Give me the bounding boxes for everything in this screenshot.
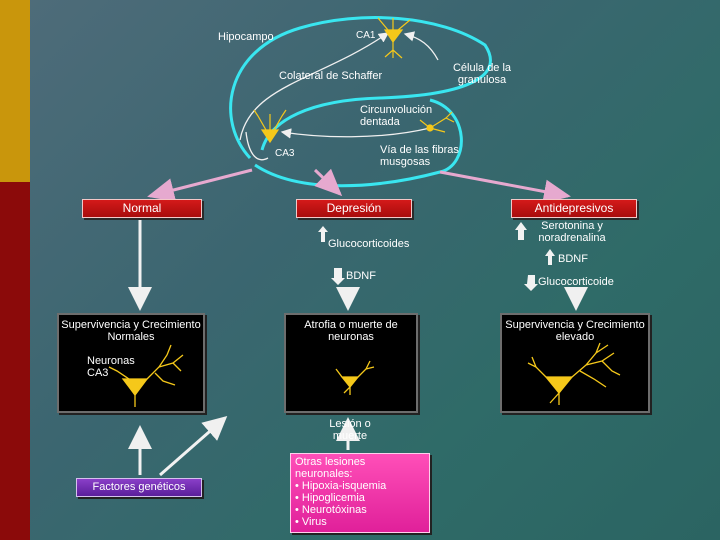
label-neuronas-ca3: Neuronas CA3 (87, 355, 135, 379)
left-accent-strip-red (0, 182, 30, 540)
effect-arrows (318, 222, 555, 291)
up-arrow-icon (515, 222, 527, 240)
box-atrofia: Atrofia o muerte de neuronas (284, 313, 418, 413)
label-lesion-muerte: Lesión o muerte (329, 418, 371, 442)
box-supervivencia-elevado: Supervivencia y Crecimiento elevado (500, 313, 650, 413)
neuron-icon-granule (419, 111, 455, 133)
hippocampus-outline (229, 16, 492, 188)
neuron-icon-ca1 (377, 17, 411, 59)
neuron-icon-enhanced (527, 342, 621, 405)
neuron-icon-ca3-small (253, 109, 287, 144)
lesion-item: Virus (295, 516, 425, 528)
label-circunvolucion-dentada: Circunvolución dentada (360, 104, 433, 128)
label-bdnf-up: BDNF (558, 253, 588, 265)
lesion-item: Hipoxia-isquemia (295, 480, 425, 492)
down-arrow-icon (524, 275, 538, 291)
lesiones-title: Otras lesiones neuronales: (295, 456, 366, 480)
label-hipocampo: Hipocampo (218, 31, 274, 43)
box-atrofia-title: Atrofia o muerte de neuronas (304, 319, 398, 343)
label-serotonina-noradrenalina: Serotonina y noradrenalina (538, 220, 606, 244)
pathway-lines (239, 31, 439, 161)
box-supervivencia-normal: Supervivencia y Crecimiento Normales Neu… (57, 313, 205, 413)
left-accent-strip-gold (0, 0, 30, 182)
pink-arrows (147, 168, 571, 204)
label-colateral-schaffer: Colateral de Schaffer (279, 70, 383, 82)
up-arrow-icon (545, 249, 555, 265)
label-ca1: CA1 (356, 30, 376, 41)
label-bdnf-down: BDNF (346, 270, 376, 282)
label-ca3: CA3 (275, 148, 295, 159)
neuron-icon-atrophic (335, 360, 375, 395)
box-depresion: Depresión (296, 199, 412, 218)
lesion-item: Neurotóxinas (295, 504, 425, 516)
box-otras-lesiones: Otras lesiones neuronales: Hipoxia-isque… (290, 453, 430, 533)
white-connectors (128, 220, 588, 477)
box-factores-geneticos: Factores genéticos (76, 478, 202, 497)
box-antidepresivos: Antidepresivos (511, 199, 637, 218)
neuron-icon-normal (108, 344, 184, 407)
up-arrow-icon (318, 226, 328, 242)
label-glucocorticoides: Glucocorticoides (328, 238, 410, 250)
label-glucocorticoide-down: Glucocorticoide (538, 276, 614, 288)
down-arrow-icon (331, 268, 345, 285)
lesion-item: Hipoglicemia (295, 492, 425, 504)
label-celula-granulosa: Célula de la granulosa (452, 62, 512, 86)
label-via-fibras-musgosas: Vía de las fibras musgosas (380, 144, 459, 168)
box-supervivencia-elevado-title: Supervivencia y Crecimiento elevado (505, 319, 645, 343)
box-supervivencia-normal-title: Supervivencia y Crecimiento Normales (61, 319, 201, 343)
box-normal: Normal (82, 199, 202, 218)
